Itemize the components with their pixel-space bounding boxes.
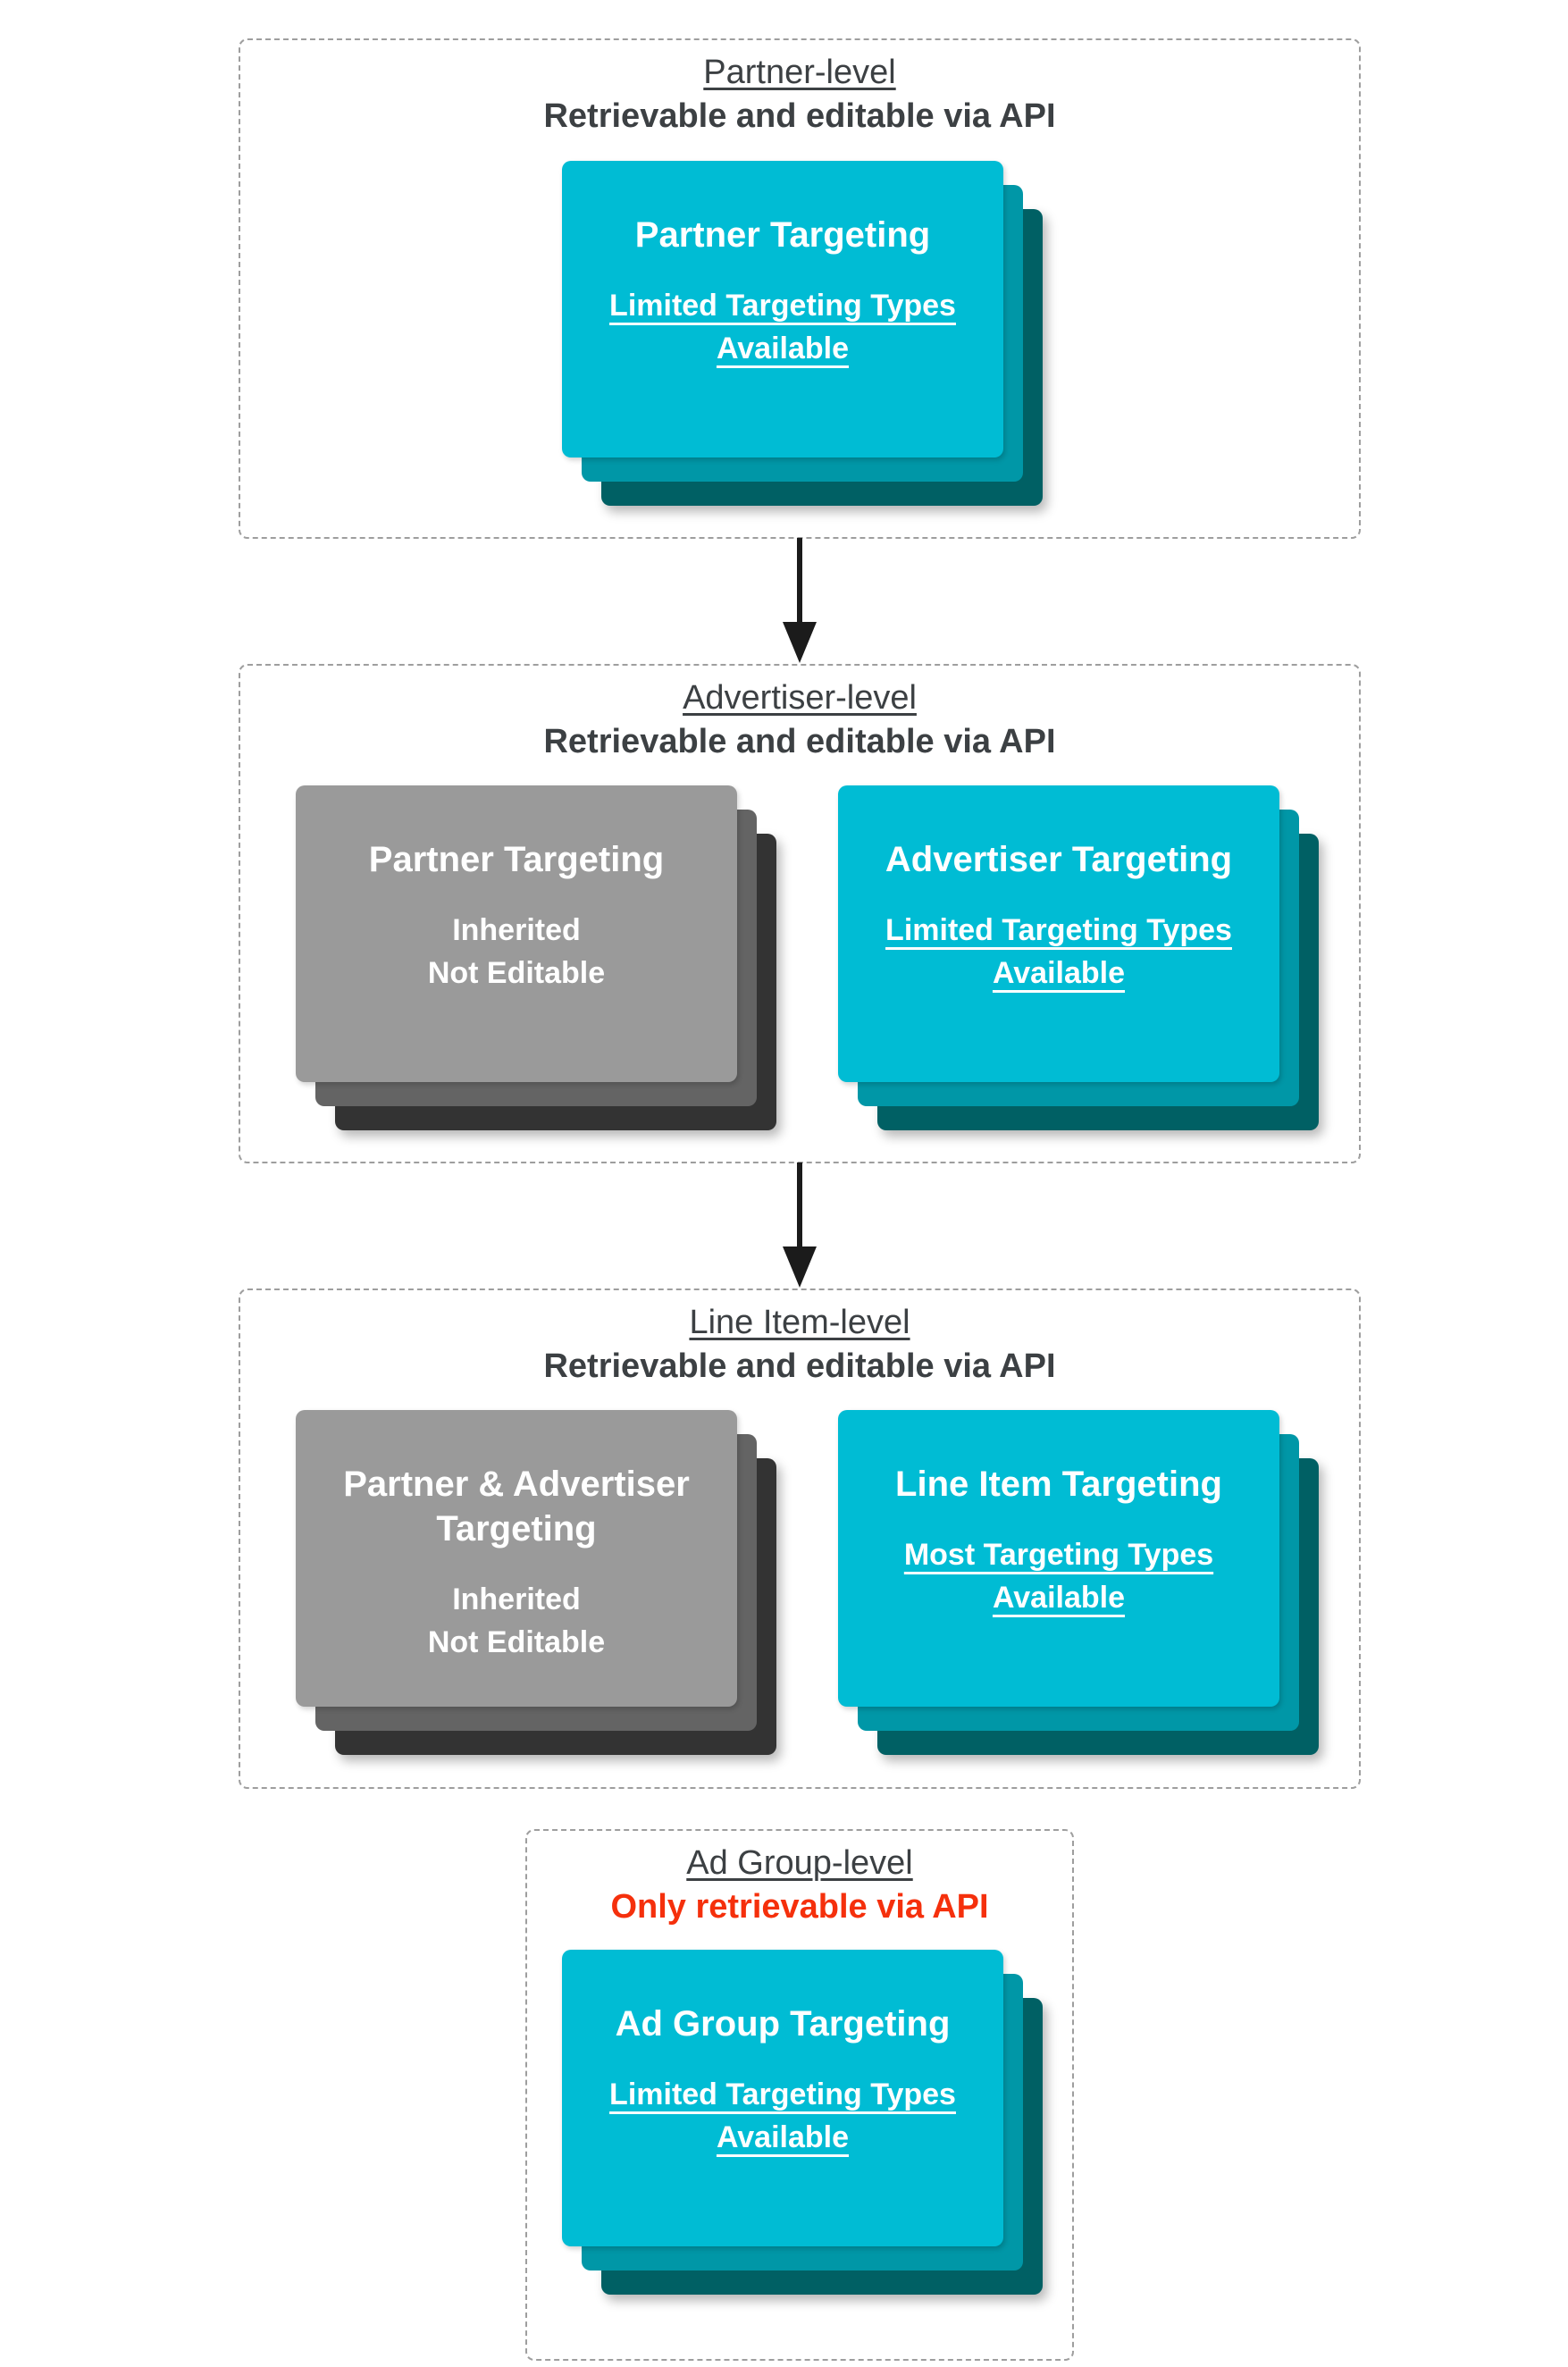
- card-title: Ad Group Targeting: [615, 2004, 951, 2044]
- card-subtitle: Limited Targeting Types Available: [885, 909, 1232, 995]
- card-partner-targeting: Partner Targeting Limited Targeting Type…: [562, 161, 1043, 506]
- card-face: Advertiser Targeting Limited Targeting T…: [838, 785, 1279, 1082]
- arrow-line: [797, 1163, 802, 1250]
- card-face: Partner & Advertiser Targeting Inherited…: [296, 1410, 737, 1707]
- section-ad-group-level: Ad Group-level Only retrievable via API …: [525, 1829, 1074, 2361]
- card-subtitle-line: Inherited: [452, 913, 581, 947]
- card-subtitle: Most Targeting Types Available: [904, 1533, 1213, 1620]
- card-subtitle: Inherited Not Editable: [428, 1578, 605, 1665]
- section-line-item-level: Line Item-level Retrievable and editable…: [239, 1288, 1361, 1789]
- card-subtitle-line: Not Editable: [427, 956, 606, 991]
- card-title: Line Item Targeting: [895, 1465, 1222, 1504]
- card-subtitle-line: Available: [716, 332, 850, 366]
- card-face: Partner Targeting Limited Targeting Type…: [562, 161, 1003, 457]
- card-partner-targeting-inherited: Partner Targeting Inherited Not Editable: [296, 785, 776, 1130]
- section-subtitle: Retrievable and editable via API: [543, 97, 1056, 136]
- section-title: Partner-level: [703, 54, 896, 91]
- section-header: Partner-level Retrievable and editable v…: [240, 40, 1359, 139]
- card-subtitle: Limited Targeting Types Available: [609, 2073, 956, 2160]
- down-arrow-icon: [782, 538, 818, 663]
- section-advertiser-level: Advertiser-level Retrievable and editabl…: [239, 664, 1361, 1163]
- card-title: Advertiser Targeting: [885, 840, 1233, 879]
- card-title: Partner & Advertiser Targeting: [343, 1465, 690, 1549]
- card-subtitle-line: Not Editable: [427, 1625, 606, 1660]
- section-title: Advertiser-level: [683, 679, 917, 717]
- card-subtitle-line: Most Targeting Types: [903, 1538, 1214, 1572]
- card-advertiser-targeting: Advertiser Targeting Limited Targeting T…: [838, 785, 1319, 1130]
- card-subtitle-line: Limited Targeting Types: [609, 289, 956, 323]
- card-face: Line Item Targeting Most Targeting Types…: [838, 1410, 1279, 1707]
- card-subtitle-line: Inherited: [452, 1582, 581, 1616]
- section-subtitle: Retrievable and editable via API: [543, 723, 1056, 761]
- down-arrow-icon: [782, 1163, 818, 1288]
- card-subtitle-line: Limited Targeting Types: [885, 913, 1232, 947]
- card-partner-advertiser-targeting-inherited: Partner & Advertiser Targeting Inherited…: [296, 1410, 776, 1755]
- card-face: Partner Targeting Inherited Not Editable: [296, 785, 737, 1082]
- card-subtitle: Limited Targeting Types Available: [609, 284, 956, 371]
- card-subtitle: Inherited Not Editable: [428, 909, 605, 995]
- section-title: Line Item-level: [689, 1304, 910, 1341]
- arrow-line: [797, 538, 802, 625]
- section-subtitle: Retrievable and editable via API: [543, 1347, 1056, 1386]
- section-title: Ad Group-level: [686, 1844, 913, 1882]
- card-line-item-targeting: Line Item Targeting Most Targeting Types…: [838, 1410, 1319, 1755]
- arrow-head: [783, 622, 817, 663]
- card-ad-group-targeting: Ad Group Targeting Limited Targeting Typ…: [562, 1950, 1043, 2295]
- card-subtitle-line: Available: [992, 1581, 1126, 1616]
- arrow-head: [783, 1246, 817, 1288]
- section-partner-level: Partner-level Retrievable and editable v…: [239, 38, 1361, 539]
- section-subtitle: Only retrievable via API: [610, 1888, 989, 1926]
- card-subtitle-line: Available: [716, 2120, 850, 2155]
- card-face: Ad Group Targeting Limited Targeting Typ…: [562, 1950, 1003, 2246]
- section-header: Ad Group-level Only retrievable via API: [527, 1831, 1072, 1930]
- card-title: Partner Targeting: [368, 840, 665, 879]
- card-title: Partner Targeting: [634, 215, 931, 255]
- card-subtitle-line: Available: [992, 956, 1126, 991]
- card-subtitle-line: Limited Targeting Types: [609, 2077, 956, 2111]
- section-header: Advertiser-level Retrievable and editabl…: [240, 666, 1359, 765]
- section-header: Line Item-level Retrievable and editable…: [240, 1290, 1359, 1389]
